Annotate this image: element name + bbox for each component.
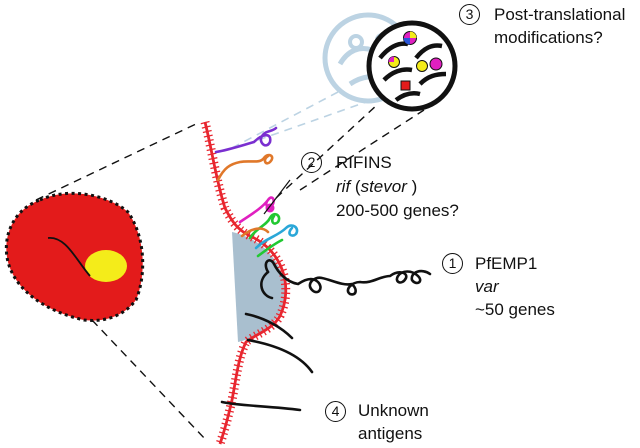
rifins-pointer xyxy=(263,179,291,215)
mag-protein-3 xyxy=(414,43,443,60)
rifin-purple xyxy=(214,126,278,154)
faded-protein-a xyxy=(337,46,373,66)
mag-protein-2 xyxy=(382,67,413,82)
rifin-green-b xyxy=(256,238,284,258)
rifin-magenta-ptm xyxy=(265,203,275,213)
rifin-cyan xyxy=(254,224,299,250)
rifin-orange-b xyxy=(240,227,270,238)
mag-protein-5 xyxy=(394,91,421,102)
unknown-label-line1: Unknown xyxy=(358,401,429,420)
rifins-gene-stevor: stevor xyxy=(360,177,407,196)
magnified-circle xyxy=(366,20,458,112)
pfemp1-label-gene: var xyxy=(475,277,499,296)
ptm-marker-red-square xyxy=(400,80,411,91)
unknown-antigen-2 xyxy=(246,338,314,374)
rifins-gene-rif: rif xyxy=(336,177,351,196)
zoom-lines-magnify xyxy=(231,91,373,149)
rifin-orange xyxy=(216,153,274,182)
rifins-label-title: RIFINS xyxy=(336,153,392,172)
mag-protein-4 xyxy=(418,71,447,86)
parasite-outline xyxy=(47,237,91,277)
pfemp1-chain xyxy=(264,259,432,296)
mag-protein-1 xyxy=(378,41,409,60)
host-membrane xyxy=(200,120,291,446)
rifins-number-badge: 2 xyxy=(301,152,322,173)
faded-dot-a xyxy=(348,34,364,50)
rifins-label-count: 200-500 genes? xyxy=(336,201,459,220)
rifin-green xyxy=(248,212,281,240)
rifins-paren-open: ( xyxy=(350,177,361,196)
ptm-marker-magenta xyxy=(429,57,443,71)
unknown-antigen-1 xyxy=(244,312,294,340)
rifin-proteins xyxy=(214,126,299,258)
pfemp1-number-badge: 1 xyxy=(442,253,463,274)
unknown-label-line2: antigens xyxy=(358,424,423,443)
ptm-label-line2: modifications? xyxy=(494,28,603,47)
membrane-line xyxy=(203,121,288,445)
infected-cell xyxy=(4,191,145,322)
zoom-lines-cell xyxy=(35,122,207,441)
pfemp1-protein xyxy=(260,259,432,300)
ptm-marker-multi xyxy=(403,31,417,45)
ptm-number-badge: 3 xyxy=(459,4,480,25)
pfemp1-label-count: ~50 genes xyxy=(475,300,555,319)
unknown-number-badge: 4 xyxy=(325,401,346,422)
ptm-marker-yellow xyxy=(416,60,428,72)
parasite-nucleus xyxy=(85,250,127,282)
ptm-marker-split xyxy=(388,56,400,68)
zoom-lines-magnify-dark xyxy=(275,103,425,199)
ptm-label-line1: Post-translational xyxy=(494,5,626,24)
unknown-antigen-3 xyxy=(220,400,302,412)
pfemp1-label-title: PfEMP1 xyxy=(475,254,538,273)
unknown-antigens xyxy=(220,312,314,412)
pfemp1-anchor xyxy=(260,270,274,300)
rifins-label-genes: rif (stevor ) xyxy=(336,176,417,197)
rifins-paren-close: ) xyxy=(406,177,418,196)
